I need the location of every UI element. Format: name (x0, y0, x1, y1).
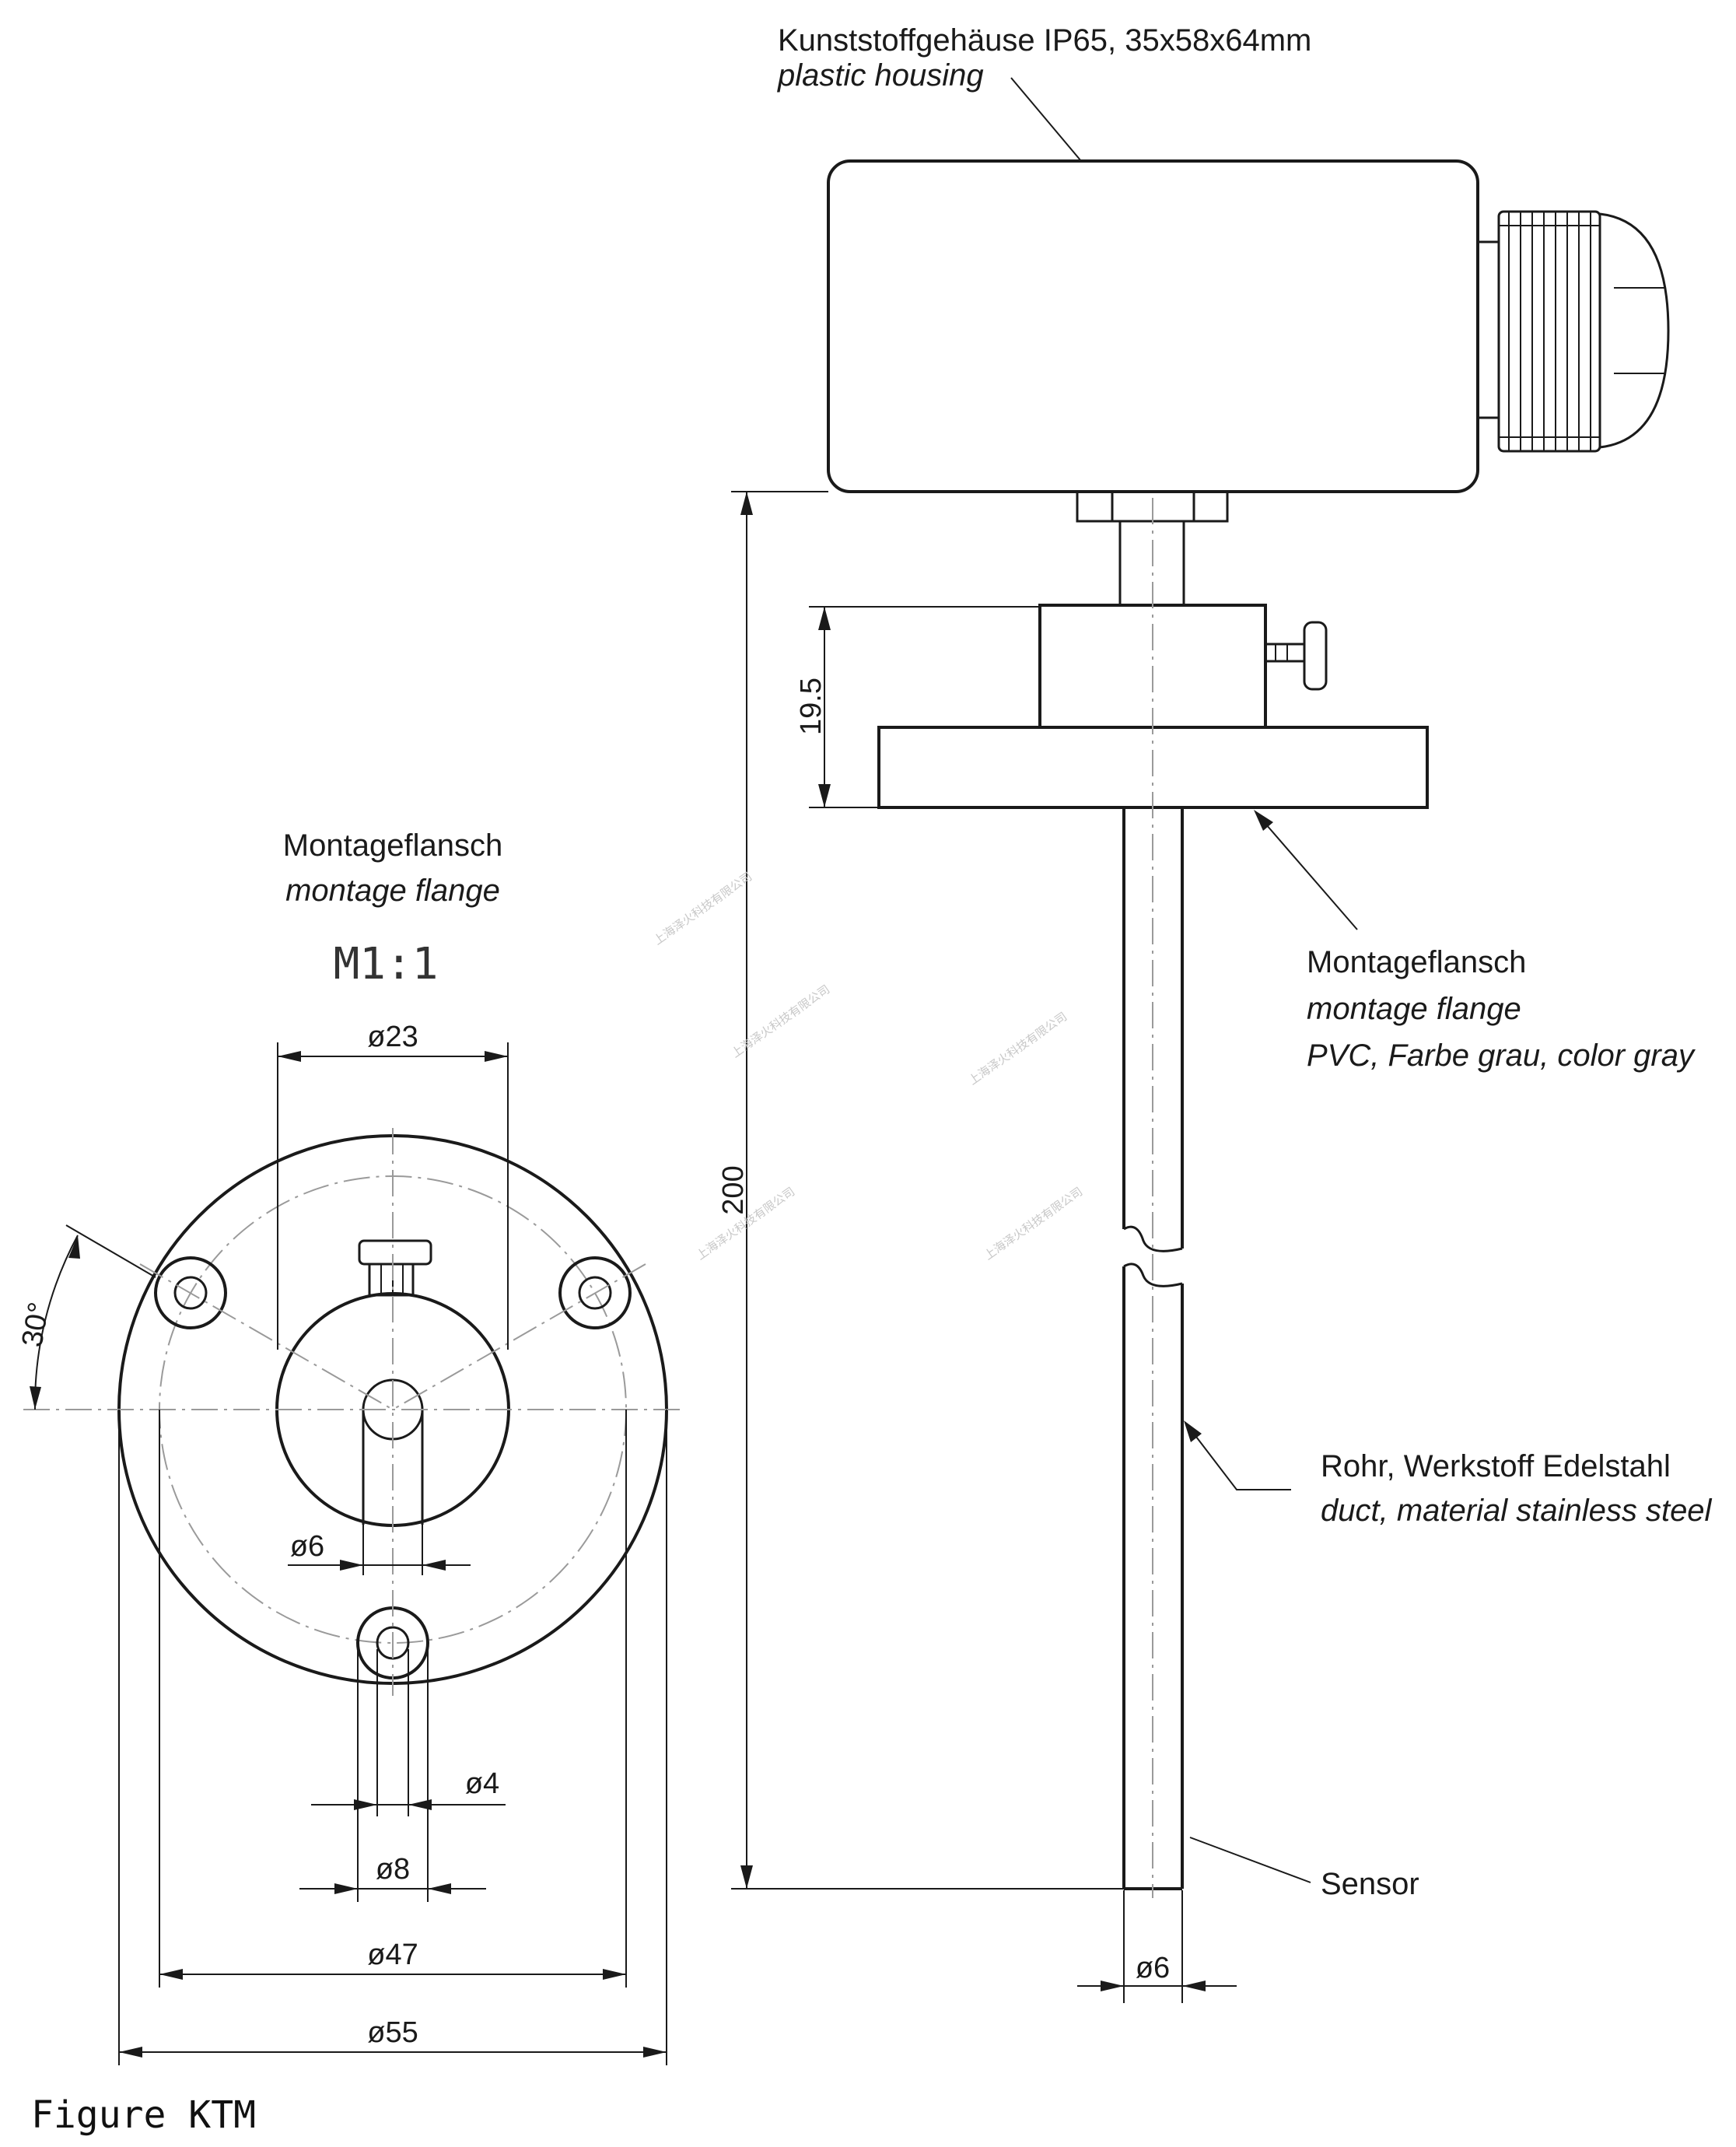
dim-tube-d6: ø6 (1077, 1890, 1237, 2003)
flange-view-title-en: montage flange (285, 874, 500, 908)
dim-200: 200 (717, 491, 1124, 1890)
dim-bore-d6: ø6 (288, 1525, 471, 1575)
dim-200-text: 200 (717, 1165, 750, 1214)
dim-d23-text: ø23 (367, 1021, 418, 1053)
set-screw (1264, 621, 1328, 691)
tube-slot (362, 1410, 424, 1525)
dim-d23: ø23 (277, 1021, 509, 1350)
bolt-hole-right (558, 1256, 632, 1329)
dim-d47: ø47 (159, 1410, 627, 1988)
dim-hole-d4: ø4 (311, 1649, 506, 1816)
flange-label-material: PVC, Farbe grau, color gray (1307, 1038, 1696, 1073)
watermarks: 上海泽火科技有限公司 上海泽火科技有限公司 上海泽火科技有限公司 上海泽火科技有… (651, 869, 1085, 1263)
figure-caption: Figure KTM (31, 2093, 256, 2137)
flange-label-en: montage flange (1307, 992, 1521, 1026)
flange-label-de: Montageflansch (1307, 945, 1526, 979)
dim-hole-d8: ø8 (299, 1649, 486, 1902)
dim-hole-d8-text: ø8 (376, 1853, 410, 1886)
dim-bore-d6-text: ø6 (290, 1530, 324, 1563)
watermark-text: 上海泽火科技有限公司 (982, 1184, 1085, 1263)
tube (1122, 807, 1184, 1890)
tube-label-en: duct, material stainless steel (1321, 1494, 1713, 1528)
dim-tube-d6-text: ø6 (1136, 1952, 1170, 1984)
cable-gland (1476, 210, 1670, 453)
leader-sensor (1189, 1837, 1311, 1883)
housing-label-en: plastic housing (777, 58, 984, 93)
leader-housing (1010, 77, 1082, 162)
dim-angle-30-text: 30° (16, 1300, 56, 1350)
flange-view-title-de: Montageflansch (283, 828, 502, 863)
dim-d55: ø55 (118, 1410, 667, 2065)
flange-view-scale: M1:1 (334, 939, 439, 989)
watermark-text: 上海泽火科技有限公司 (651, 869, 754, 947)
sensor-label: Sensor (1321, 1867, 1419, 1901)
dim-d47-text: ø47 (367, 1939, 418, 1971)
watermark-text: 上海泽火科技有限公司 (966, 1009, 1069, 1088)
leader-tube (1184, 1420, 1291, 1490)
leader-flange (1254, 810, 1358, 930)
set-screw-top (358, 1239, 432, 1297)
bolt-hole-left (154, 1256, 227, 1329)
tube-label-de: Rohr, Werkstoff Edelstahl (1321, 1449, 1671, 1483)
side-view: 19.5 200 ø6 (717, 23, 1713, 2003)
dim-hole-d4-text: ø4 (465, 1767, 499, 1800)
housing-label-de: Kunststoffgehäuse IP65, 35x58x64mm (778, 23, 1311, 58)
flange-top-view: Montageflansch montage flange M1:1 (16, 828, 684, 2065)
dim-angle-30: 30° (16, 1224, 156, 1410)
watermark-text: 上海泽火科技有限公司 (729, 982, 832, 1060)
dim-d55-text: ø55 (367, 2016, 418, 2049)
dim-19-5: 19.5 (795, 606, 1040, 808)
plastic-housing (827, 159, 1479, 493)
dim-19-5-text: 19.5 (795, 678, 828, 735)
